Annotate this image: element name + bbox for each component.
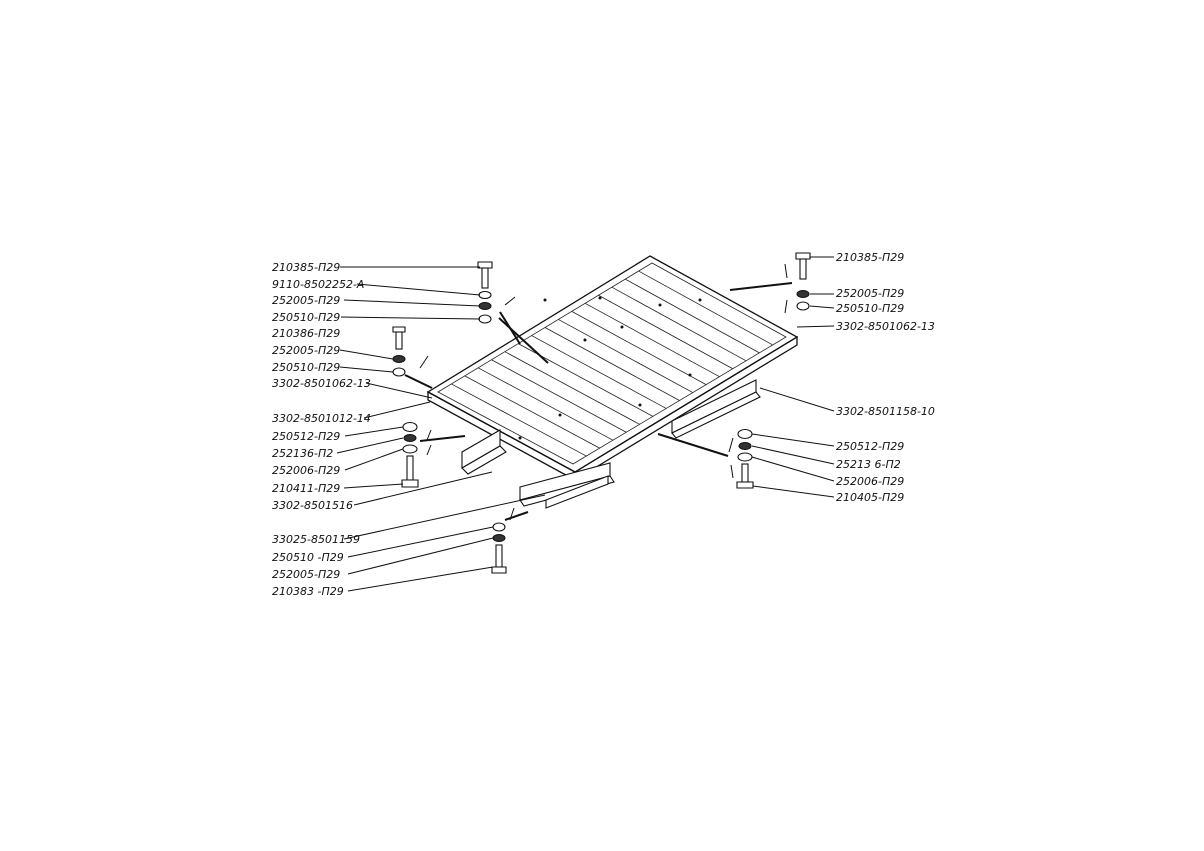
part-label: 250510-П29 <box>836 302 904 315</box>
washer-icon <box>478 302 492 310</box>
part-label: 250512-П29 <box>836 440 904 453</box>
floor-plank-line <box>504 351 640 425</box>
nut-icon <box>478 314 492 324</box>
bolt-hole <box>598 296 602 300</box>
part-label: 210383 -П29 <box>272 585 344 598</box>
nut-icon <box>737 428 753 440</box>
washer-icon <box>392 355 406 363</box>
washer-icon <box>402 444 418 454</box>
part-label: 3302-8501158-10 <box>836 405 935 418</box>
part-label: 252006-П29 <box>272 464 340 477</box>
nut-icon <box>796 301 810 311</box>
part-label: 33025-8501159 <box>272 533 360 546</box>
part-label: 25213 6-П2 <box>836 458 901 471</box>
bolt-icon <box>401 455 419 488</box>
part-label: 252005-П29 <box>836 287 904 300</box>
part-label: 252006-П29 <box>836 475 904 488</box>
floor-plank-line <box>477 367 614 441</box>
floor-bar-front <box>545 475 609 509</box>
bolt-hole <box>658 303 662 307</box>
floor-plank-line <box>544 327 680 401</box>
floor-plank-line <box>558 319 694 393</box>
nut-icon <box>402 421 418 433</box>
washer-icon <box>492 534 506 542</box>
floor-plank-line <box>531 335 667 409</box>
bolt-icon <box>491 544 507 574</box>
floor-plank-line <box>598 294 733 370</box>
floor-plank-line <box>584 302 720 378</box>
part-label: 210386-П29 <box>272 327 340 340</box>
part-labels-left: 210385-П29 9110-8502252-А 252005-П29 250… <box>272 261 371 598</box>
bolt-hole <box>698 298 702 302</box>
part-label: 210411-П29 <box>272 482 340 495</box>
crossbar-left <box>461 429 507 475</box>
part-label: 250510-П29 <box>272 361 340 374</box>
part-label: 252005-П29 <box>272 568 340 581</box>
floor-plank-line <box>571 311 707 385</box>
bolt-icon <box>736 463 754 489</box>
part-label: 3302-8501012-14 <box>272 412 371 425</box>
floor-plank-line <box>625 278 760 354</box>
bolt-hole <box>688 373 692 377</box>
bolt-hole <box>518 436 522 440</box>
part-label: 9110-8502252-А <box>272 278 364 291</box>
part-label: 210385-П29 <box>836 251 904 264</box>
bolt-icon <box>795 252 811 280</box>
nut-icon <box>392 367 406 377</box>
part-labels-right: 210385-П29 252005-П29 250510-П29 3302-85… <box>836 251 935 504</box>
floor-plank-line <box>451 383 587 457</box>
floor-bolt-holes <box>518 296 702 440</box>
washer-icon <box>737 452 753 462</box>
bolt-hole <box>620 325 624 329</box>
washer-icon <box>796 290 810 298</box>
bolt-icon <box>392 326 406 350</box>
part-label: 252136-П2 <box>272 447 333 460</box>
part-label: 250510 -П29 <box>272 551 344 564</box>
part-label: 250512-П29 <box>272 430 340 443</box>
assembly-axes <box>404 263 793 521</box>
bolt-hole <box>558 413 562 417</box>
floor-planks <box>451 270 773 457</box>
bolt-hole <box>543 298 547 302</box>
washer-icon <box>738 442 752 450</box>
part-label: 3302-8501516 <box>272 499 353 512</box>
part-label: 3302-8501062-13 <box>836 320 935 333</box>
part-label: 252005-П29 <box>272 294 340 307</box>
bolt-hole <box>583 338 587 342</box>
crossbar-right <box>671 379 761 439</box>
washer-icon <box>478 290 492 300</box>
floor-plank-line <box>611 286 747 362</box>
part-label: 210405-П29 <box>836 491 904 504</box>
part-label: 210385-П29 <box>272 261 340 274</box>
floor-plank-line <box>491 359 627 433</box>
part-label: 252005-П29 <box>272 344 340 357</box>
washer-icon <box>403 434 417 442</box>
leader-lines <box>336 256 835 592</box>
bolt-hole <box>638 403 642 407</box>
floor-plank-line <box>638 270 773 346</box>
part-label: 3302-8501062-13 <box>272 377 371 390</box>
nut-icon <box>492 522 506 532</box>
part-label: 250510-П29 <box>272 311 340 324</box>
bolt-icon <box>477 261 493 289</box>
cargo-platform <box>426 255 799 482</box>
floor-plank-line <box>464 375 600 449</box>
